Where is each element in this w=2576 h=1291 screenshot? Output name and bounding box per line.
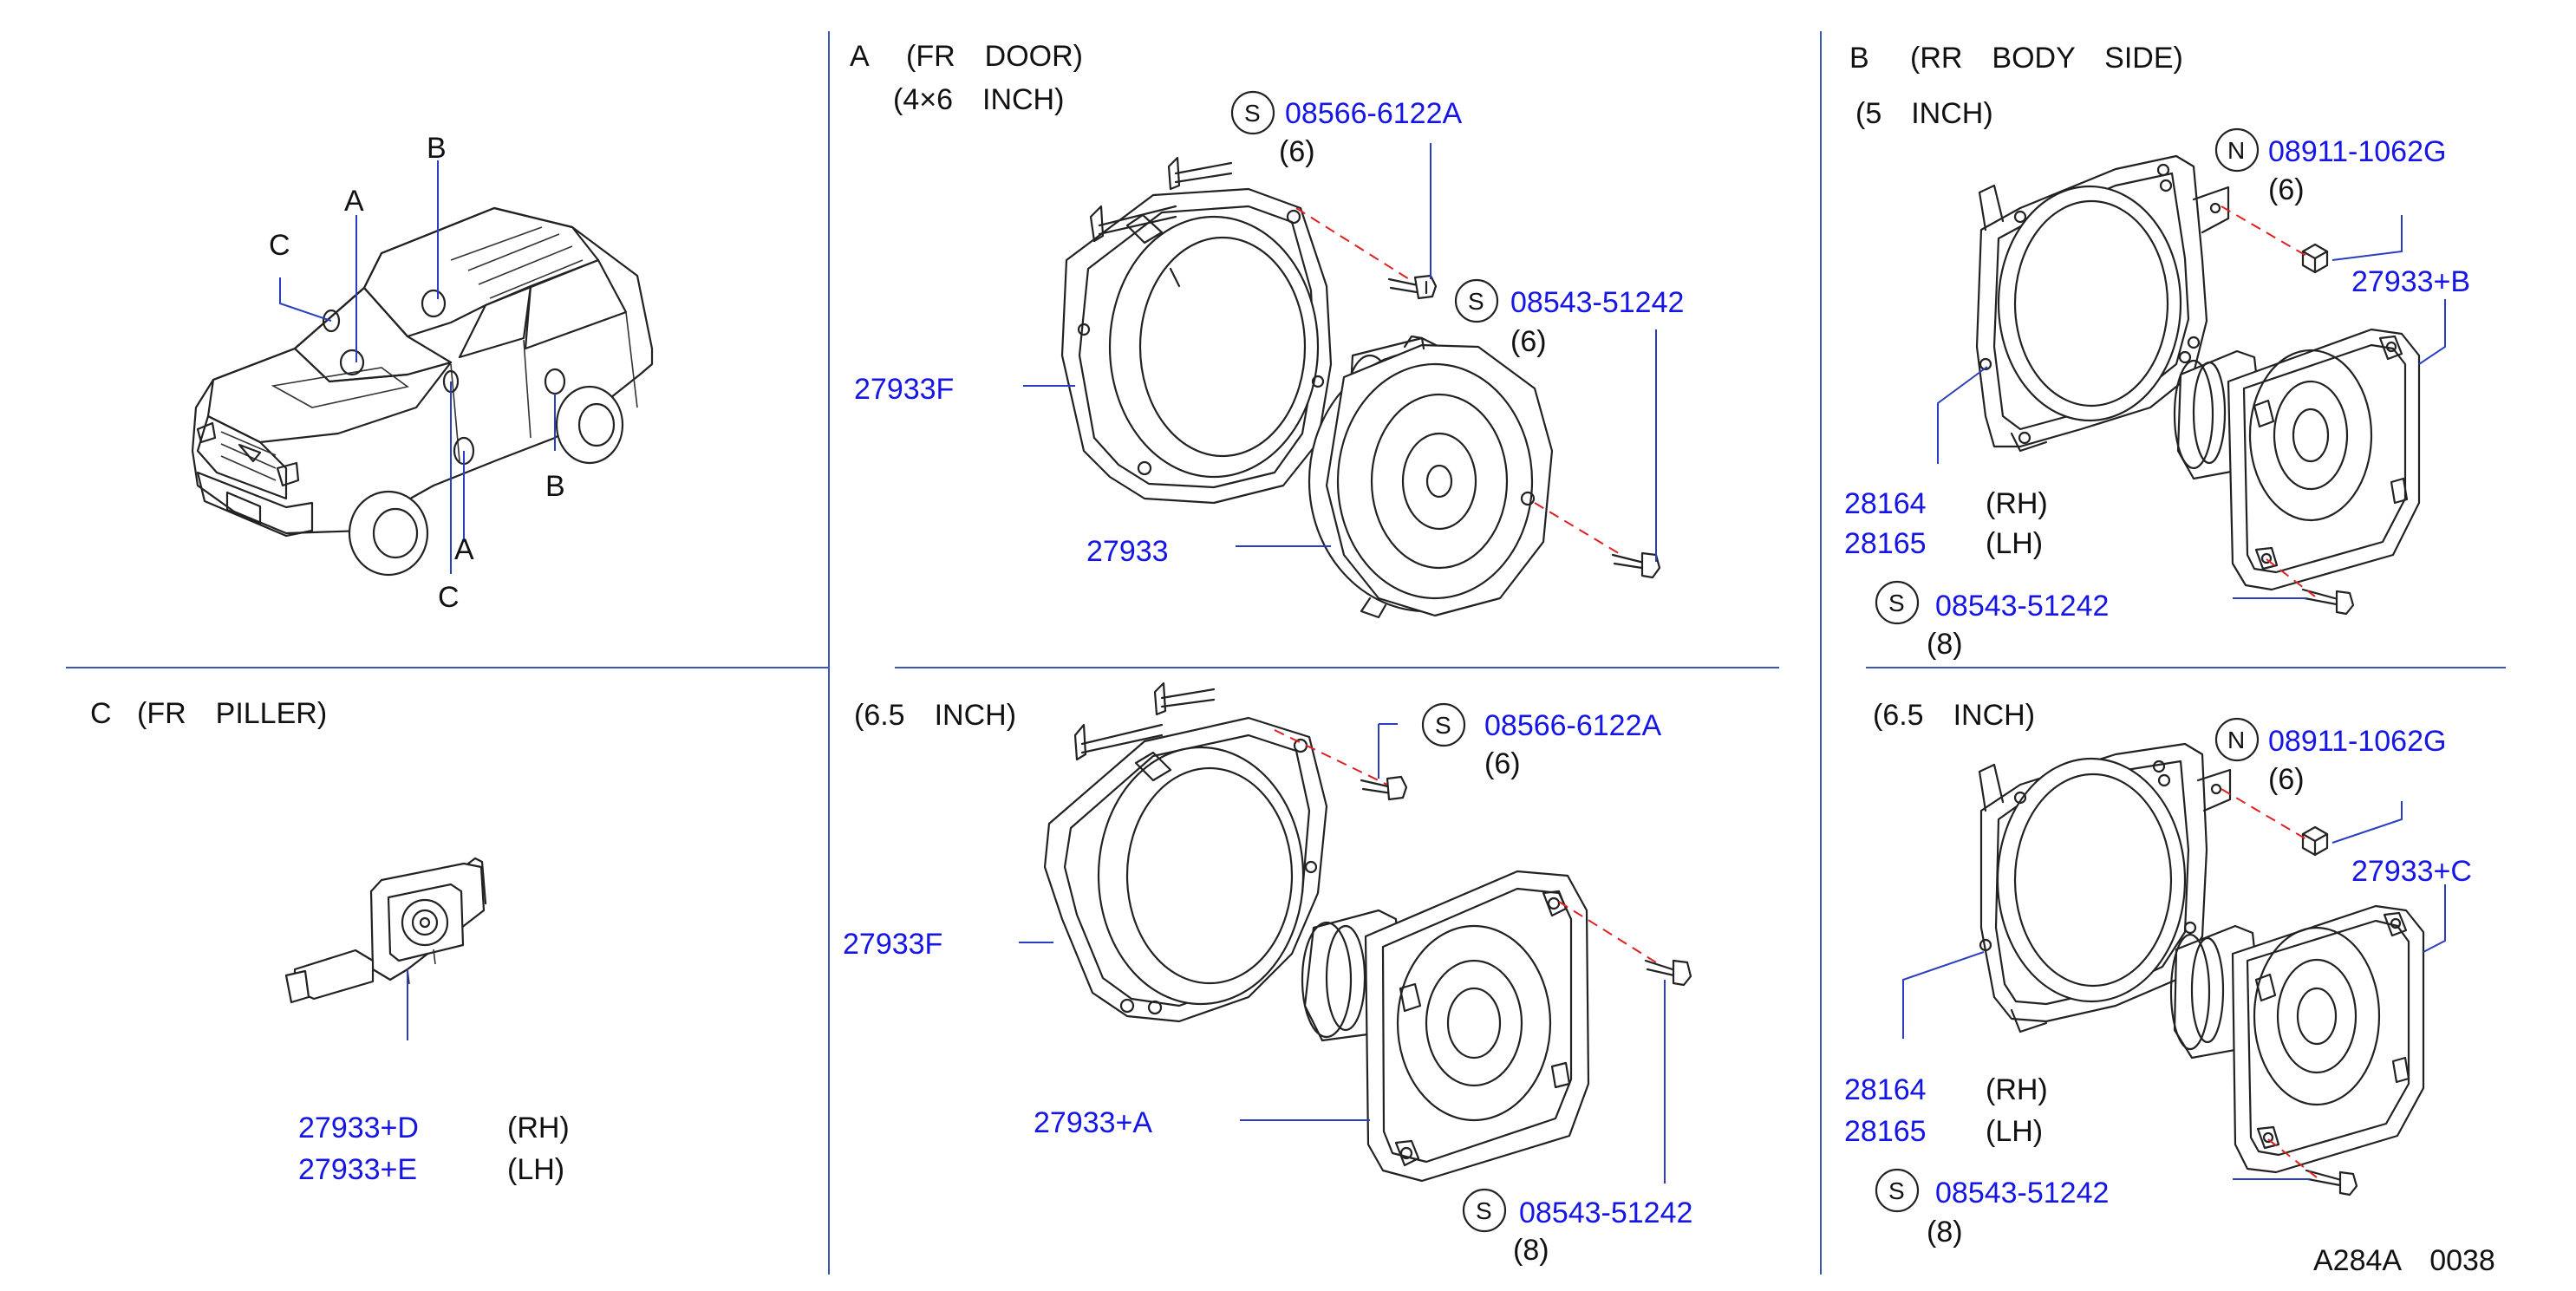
section-a-title: (FR DOOR) bbox=[906, 40, 1083, 73]
section-c: C (FR PILLER) 27933+D (RH) 27933+E (LH) bbox=[90, 697, 570, 1186]
label-lh: (LH) bbox=[1986, 1115, 2043, 1148]
part-08911-1062g: 08911-1062G bbox=[2268, 725, 2446, 758]
part-27933-c: 27933+C bbox=[2351, 855, 2472, 888]
section-a-size-bottom: (6.5 INCH) bbox=[854, 699, 1016, 732]
fastener-symbol: S bbox=[1244, 100, 1261, 127]
speaker-illustration bbox=[1301, 870, 1590, 1183]
speaker-bracket-illustration bbox=[1975, 154, 2230, 453]
label-lh: (LH) bbox=[1986, 527, 2043, 560]
quantity-label: (8) bbox=[1927, 628, 1963, 661]
fastener-symbol: S bbox=[1435, 712, 1451, 739]
callout-b-top: B bbox=[427, 132, 447, 165]
part-08566-6122a: 08566-6122A bbox=[1285, 97, 1463, 130]
part-28165: 28165 bbox=[1844, 527, 1927, 560]
speaker-illustration bbox=[1308, 335, 1554, 619]
fastener-symbol: N bbox=[2227, 727, 2245, 753]
quantity-label: (6) bbox=[1510, 325, 1547, 358]
part-27933f: 27933F bbox=[854, 373, 954, 406]
part-08543-51242: 08543-51242 bbox=[1519, 1196, 1692, 1229]
part-27933f: 27933F bbox=[843, 928, 942, 961]
fastener-symbol: S bbox=[1888, 590, 1905, 616]
section-b-size-top: (5 INCH) bbox=[1855, 97, 1993, 130]
screw-illustration bbox=[1611, 551, 1661, 579]
section-b-title: (RR BODY SIDE) bbox=[1910, 42, 2183, 75]
fastener-symbol: N bbox=[2227, 137, 2245, 164]
quantity-label: (6) bbox=[1279, 135, 1315, 168]
tweeter-illustration bbox=[284, 857, 487, 1004]
speaker-illustration bbox=[2169, 904, 2425, 1174]
section-c-letter: C bbox=[90, 697, 112, 730]
section-a-size-top: (4×6 INCH) bbox=[893, 83, 1064, 116]
part-28164: 28164 bbox=[1844, 487, 1927, 520]
section-b-bottom: (6.5 INCH) bbox=[1844, 699, 2472, 1249]
callout-c-top: C bbox=[269, 229, 290, 262]
fastener-symbol: S bbox=[1468, 288, 1484, 315]
part-27933-e: 27933+E bbox=[298, 1153, 417, 1186]
part-08911-1062g: 08911-1062G bbox=[2268, 135, 2446, 168]
part-08543-51242: 08543-51242 bbox=[1510, 286, 1684, 319]
screw-illustration bbox=[2305, 1169, 2358, 1196]
diagram-code: A284A 0038 bbox=[2313, 1244, 2495, 1277]
callout-a-bottom: A bbox=[454, 533, 474, 566]
screw-illustration bbox=[2301, 588, 2355, 616]
section-b-top: B (RR BODY SIDE) (5 INCH) bbox=[1844, 42, 2470, 661]
label-rh: (RH) bbox=[507, 1112, 570, 1144]
speaker-bracket-illustration bbox=[1060, 156, 1333, 505]
quantity-label: (6) bbox=[2268, 173, 2305, 206]
callout-a-top: A bbox=[344, 185, 364, 218]
fastener-symbol: S bbox=[1888, 1177, 1905, 1204]
section-a-letter: A bbox=[850, 40, 870, 73]
part-27933-b: 27933+B bbox=[2351, 265, 2470, 298]
section-dividers bbox=[66, 31, 2506, 1275]
label-lh: (LH) bbox=[507, 1153, 564, 1186]
label-rh: (RH) bbox=[1986, 487, 2048, 520]
screw-illustration bbox=[1387, 274, 1438, 300]
section-b-letter: B bbox=[1849, 42, 1869, 75]
part-27933: 27933 bbox=[1086, 535, 1169, 568]
section-b-size-bottom: (6.5 INCH) bbox=[1873, 699, 2035, 732]
callout-c-bottom: C bbox=[438, 581, 460, 614]
section-c-title: (FR PILLER) bbox=[137, 697, 327, 730]
speaker-bracket-illustration bbox=[1043, 681, 1328, 1023]
nut-illustration bbox=[2301, 825, 2329, 857]
callout-b-bottom: B bbox=[545, 470, 565, 503]
part-08543-51242: 08543-51242 bbox=[1935, 590, 2109, 623]
quantity-label: (8) bbox=[1513, 1234, 1549, 1267]
part-08566-6122a: 08566-6122A bbox=[1484, 709, 1662, 742]
vehicle-overview: C A B B A C bbox=[191, 132, 654, 614]
screw-illustration bbox=[1360, 775, 1408, 801]
quantity-label: (8) bbox=[1927, 1216, 1963, 1249]
part-28164: 28164 bbox=[1844, 1073, 1927, 1106]
fastener-symbol: S bbox=[1476, 1197, 1492, 1224]
speaker-bracket-illustration bbox=[1978, 742, 2232, 1033]
section-a-bottom: (6.5 INCH) bbox=[843, 681, 1692, 1267]
part-28165: 28165 bbox=[1844, 1115, 1927, 1148]
label-rh: (RH) bbox=[1986, 1073, 2048, 1106]
part-27933-a: 27933+A bbox=[1034, 1106, 1152, 1139]
speaker-illustration bbox=[2173, 328, 2421, 591]
quantity-label: (6) bbox=[1484, 747, 1521, 780]
part-08543-51242: 08543-51242 bbox=[1935, 1177, 2109, 1209]
screw-illustration bbox=[1644, 959, 1692, 987]
nut-illustration bbox=[2301, 243, 2329, 274]
part-27933-d: 27933+D bbox=[298, 1112, 419, 1144]
quantity-label: (6) bbox=[2268, 763, 2305, 796]
section-a-top: A (FR DOOR) (4×6 INCH) bbox=[850, 40, 1684, 619]
